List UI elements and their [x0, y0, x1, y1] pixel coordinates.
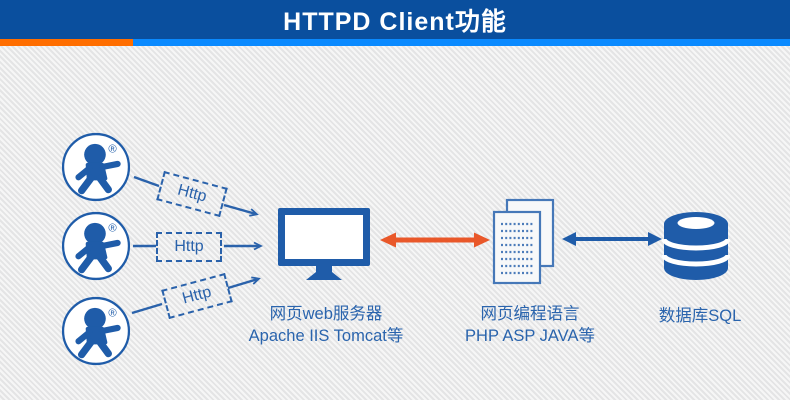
page-title: HTTPD Client功能	[283, 7, 507, 36]
web-server-node	[276, 206, 372, 291]
http-label: Http	[180, 283, 214, 308]
title-bar: HTTPD Client功能	[0, 0, 790, 39]
language-database-bidirectional-arrow	[562, 232, 662, 246]
client-icon-2: ®	[61, 211, 131, 281]
programming-language-label: 网页编程语言 PHP ASP JAVA等	[430, 304, 630, 348]
trademark-symbol: ®	[108, 308, 117, 320]
database-label: 数据库SQL	[612, 306, 788, 328]
accent-stripe-orange	[0, 39, 133, 46]
accent-stripe	[0, 39, 790, 46]
usr-person-logo-icon: ®	[61, 132, 131, 202]
http-label-badge-1: Http	[156, 170, 228, 218]
web-server-label-title: 网页web服务器	[269, 305, 383, 323]
documents-icon	[492, 198, 555, 285]
http-label-badge-3: Http	[161, 272, 233, 320]
database-node	[661, 210, 731, 287]
usr-person-logo-icon: ®	[61, 296, 131, 366]
programming-language-node	[492, 198, 556, 291]
http-label: Http	[174, 238, 204, 255]
database-cylinder-icon	[661, 212, 731, 280]
usr-person-logo-icon: ®	[61, 211, 131, 281]
trademark-symbol: ®	[108, 223, 117, 235]
programming-language-label-subtitle: PHP ASP JAVA等	[465, 326, 595, 345]
web-server-label: 网页web服务器 Apache IIS Tomcat等	[224, 304, 428, 348]
monitor-icon	[278, 208, 370, 280]
programming-language-label-title: 网页编程语言	[480, 305, 580, 323]
web-server-label-subtitle: Apache IIS Tomcat等	[248, 326, 404, 345]
http-label-badge-2: Http	[156, 232, 222, 262]
accent-stripe-blue	[133, 39, 790, 46]
database-label-title: 数据库SQL	[658, 307, 742, 325]
http-label: Http	[175, 181, 209, 206]
server-language-bidirectional-arrow	[380, 232, 490, 248]
client-icon-1: ®	[61, 132, 131, 202]
trademark-symbol: ®	[108, 144, 117, 156]
client-icon-3: ®	[61, 296, 131, 366]
